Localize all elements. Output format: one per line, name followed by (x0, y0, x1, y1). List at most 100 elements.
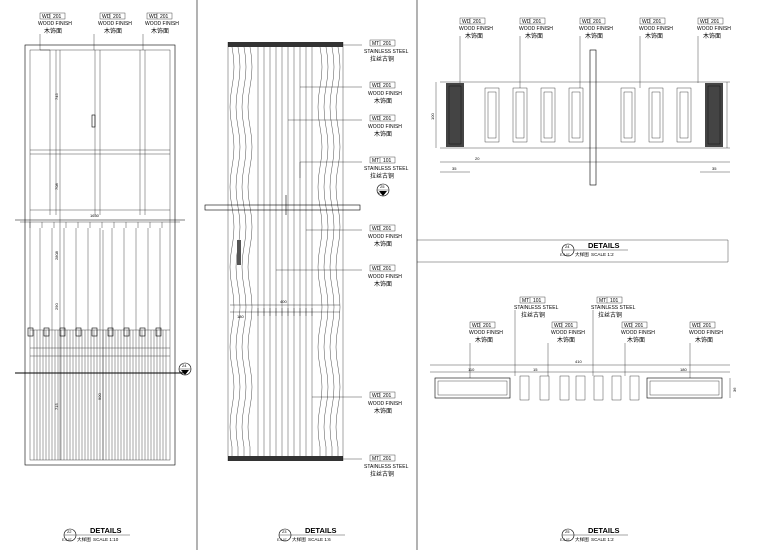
svg-text:木饰面: 木饰面 (44, 27, 62, 35)
tag-25-mt-b: MT 101 STAINLESS STEEL 拉丝古铜 (591, 296, 636, 319)
svg-text:22: 22 (67, 529, 72, 534)
svg-text:201: 201 (383, 266, 392, 272)
dim-24-height: 100 (430, 113, 435, 120)
svg-text:木饰面: 木饰面 (151, 27, 169, 35)
svg-text:DETAILS: DETAILS (588, 241, 620, 250)
detail-23-drawing (204, 42, 362, 461)
dim-25-b: 180 (680, 367, 687, 372)
svg-text:WOOD FINISH: WOOD FINISH (145, 21, 179, 27)
svg-text:201: 201 (593, 19, 602, 25)
svg-text:201: 201 (383, 41, 392, 47)
svg-text:SCALE 1:2: SCALE 1:2 (591, 252, 614, 257)
svg-text:DETAILS: DETAILS (90, 526, 122, 535)
svg-text:E-4-07: E-4-07 (560, 538, 570, 542)
svg-text:WD: WD (372, 116, 381, 122)
dim-24-spacing: 20 (475, 156, 480, 161)
tag-24-d: WD 201 WOOD FINISH 木饰面 (639, 17, 673, 40)
svg-text:201: 201 (483, 323, 492, 329)
svg-text:WOOD FINISH: WOOD FINISH (551, 330, 585, 336)
detail-25-drawing (430, 310, 731, 401)
svg-text:WOOD FINISH: WOOD FINISH (689, 330, 723, 336)
svg-text:STAINLESS STEEL: STAINLESS STEEL (364, 49, 409, 55)
tag-23-mt-bottom: MT 201 STAINLESS STEEL 拉丝古铜 (364, 454, 409, 478)
svg-text:STAINLESS STEEL: STAINLESS STEEL (364, 464, 409, 470)
tag-24-b: WD 201 WOOD FINISH 木饰面 (519, 17, 553, 40)
svg-text:201: 201 (383, 456, 392, 462)
dim-25-a: 110 (468, 367, 475, 372)
svg-text:24: 24 (565, 244, 570, 249)
svg-text:201: 201 (703, 323, 712, 329)
svg-text:WOOD FINISH: WOOD FINISH (368, 124, 402, 130)
svg-text:拉丝古铜: 拉丝古铜 (370, 172, 394, 180)
svg-text:WD: WD (642, 19, 651, 25)
tag-23-wd-2: WD 201 WOOD FINISH 木饰面 (368, 114, 402, 138)
svg-text:木饰面: 木饰面 (374, 407, 392, 415)
detail-25-title: 25 E-4-07 DETAILS 大样图 SCALE 1:2 (560, 526, 628, 543)
dim-24-right: 35 (712, 166, 717, 171)
svg-text:木饰面: 木饰面 (465, 32, 483, 40)
svg-text:木饰面: 木饰面 (374, 280, 392, 288)
svg-text:大样图: 大样图 (292, 536, 306, 543)
callout-24-marker: 24 E-4-07 (178, 362, 192, 376)
svg-text:WOOD FINISH: WOOD FINISH (368, 274, 402, 280)
svg-text:201: 201 (53, 14, 62, 20)
dim-22-top: 745 (54, 93, 59, 100)
tag-23-wd-4: WD 201 WOOD FINISH 木饰面 (368, 264, 402, 288)
svg-text:E-4-07: E-4-07 (62, 538, 72, 542)
svg-text:大样图: 大样图 (77, 536, 91, 543)
svg-text:拉丝古铜: 拉丝古铜 (521, 311, 545, 319)
svg-text:MT: MT (372, 456, 379, 462)
dim-25-spacing: 15 (533, 367, 538, 372)
svg-text:WD: WD (462, 19, 471, 25)
tag-22-c: WD 201 WOOD FINISH 木饰面 (145, 12, 179, 35)
svg-text:201: 201 (711, 19, 720, 25)
svg-text:WOOD FINISH: WOOD FINISH (579, 26, 613, 32)
svg-text:201: 201 (533, 19, 542, 25)
dim-24-left: 35 (452, 166, 457, 171)
svg-text:WOOD FINISH: WOOD FINISH (639, 26, 673, 32)
dim-22-b: 290 (54, 303, 59, 310)
svg-text:201: 201 (383, 393, 392, 399)
tag-24-a: WD 201 WOOD FINISH 木饰面 (459, 17, 493, 40)
detail-22-drawing (15, 34, 185, 466)
detail-24-title: 24 E-4-07 DETAILS 大样图 SCALE 1:2 (560, 241, 628, 258)
tag-24-e: WD 201 WOOD FINISH 木饰面 (697, 17, 731, 40)
svg-text:WOOD FINISH: WOOD FINISH (697, 26, 731, 32)
svg-text:木饰面: 木饰面 (374, 130, 392, 138)
svg-text:木饰面: 木饰面 (695, 336, 713, 344)
svg-text:木饰面: 木饰面 (557, 336, 575, 344)
dim-22-d: 900 (97, 393, 102, 400)
svg-text:WOOD FINISH: WOOD FINISH (368, 91, 402, 97)
detail-22-title: 22 E-4-07 DETAILS 大样图 SCALE 1:10 (62, 526, 130, 543)
svg-text:WD: WD (522, 19, 531, 25)
svg-text:WD: WD (700, 19, 709, 25)
svg-text:WD: WD (42, 14, 51, 20)
tag-25-wd-b: WD 201 WOOD FINISH 木饰面 (551, 321, 585, 344)
tag-25-mt-a: MT 101 STAINLESS STEEL 拉丝古铜 (514, 296, 559, 319)
tag-23-wd-1: WD 201 WOOD FINISH 木饰面 (368, 81, 402, 105)
svg-text:MT: MT (599, 298, 606, 304)
tag-24-c: WD 201 WOOD FINISH 木饰面 (579, 17, 613, 40)
svg-text:WD: WD (149, 14, 158, 20)
dim-22-width: 1650 (90, 213, 100, 218)
dim-22-a: 2808 (54, 250, 59, 260)
svg-text:WD: WD (624, 323, 633, 329)
svg-text:WOOD FINISH: WOOD FINISH (368, 234, 402, 240)
svg-text:WD: WD (692, 323, 701, 329)
svg-text:201: 201 (635, 323, 644, 329)
svg-text:SCALE 1:2: SCALE 1:2 (591, 537, 614, 542)
svg-text:DETAILS: DETAILS (588, 526, 620, 535)
svg-text:201: 201 (383, 116, 392, 122)
svg-text:WD: WD (372, 393, 381, 399)
svg-text:E-4-07: E-4-07 (277, 538, 287, 542)
dim-23-width: 400 (280, 299, 287, 304)
svg-text:MT: MT (372, 158, 379, 164)
svg-text:木饰面: 木饰面 (374, 240, 392, 248)
svg-text:101: 101 (610, 298, 619, 304)
svg-text:E-4-07: E-4-07 (180, 371, 188, 374)
svg-text:101: 101 (383, 158, 392, 164)
svg-text:木饰面: 木饰面 (703, 32, 721, 40)
svg-text:STAINLESS STEEL: STAINLESS STEEL (591, 305, 636, 311)
svg-text:E-4-07: E-4-07 (560, 253, 570, 257)
